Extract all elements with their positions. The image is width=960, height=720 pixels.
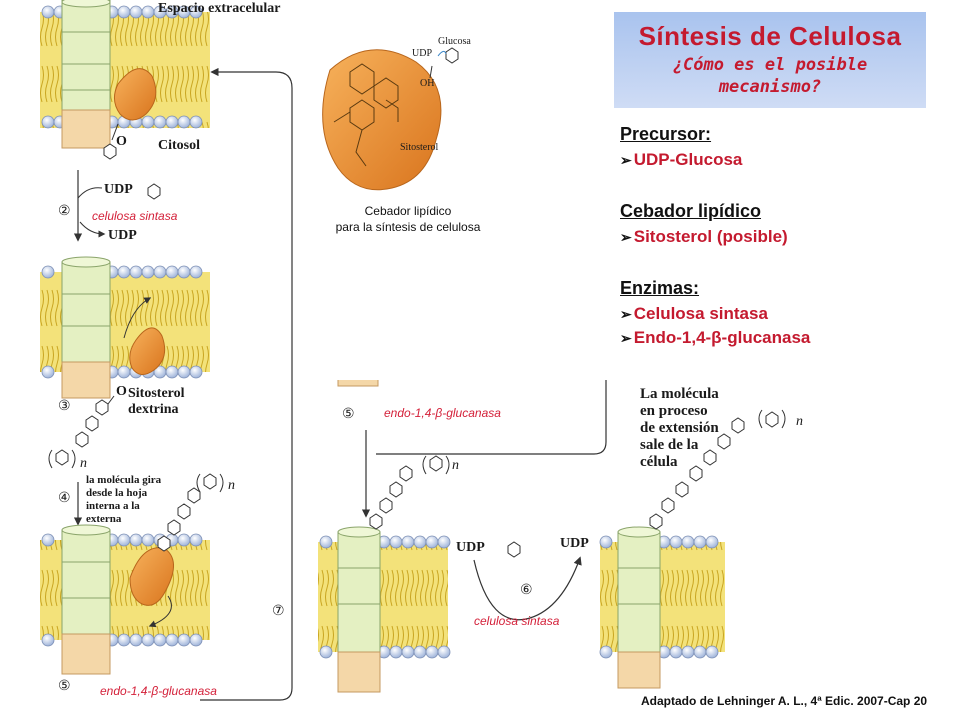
exit-line1: La molécula — [640, 386, 719, 402]
membrane-top — [40, 0, 210, 160]
exit-line5: célula — [640, 454, 678, 470]
enzyme-endo-label-middle: endo-1,4-β-glucanasa — [384, 406, 501, 420]
membrane-bottom-right — [599, 526, 725, 689]
enzyme-celulosa-label-2: celulosa sintasa — [474, 614, 560, 628]
step-3-badge: ③ — [58, 399, 71, 414]
primer-caption-line1: Cebador lipídico — [364, 204, 452, 218]
rotate-line3: interna a la — [86, 500, 140, 512]
enzyme-item-1: ➢Celulosa sintasa — [620, 304, 768, 324]
source-credit: Adaptado de Lehninger A. L., 4ª Edic. 20… — [641, 694, 928, 708]
udp-released-label: UDP — [108, 228, 137, 243]
exit-note: La molécula en proceso de extensión sale… — [640, 386, 719, 471]
precursor-heading: Precursor: — [620, 124, 712, 144]
udp-product-label: UDP — [560, 536, 589, 551]
arrowhead-bullet-icon: ➢ — [620, 229, 632, 245]
subtitle-line1: ¿Cómo es el posible — [672, 55, 868, 75]
slide-subtitle: ¿Cómo es el posible mecanismo? — [614, 54, 926, 98]
enzyme-item-1-text: Celulosa sintasa — [633, 304, 768, 323]
membrane-bottom-left — [40, 524, 210, 675]
udp-label-step2: UDP — [104, 182, 133, 197]
udp-label-step6: UDP — [456, 540, 485, 555]
enzymes-heading: Enzimas: — [620, 278, 700, 298]
n-label-2: n — [228, 478, 235, 493]
title-box: Síntesis de Celulosa ¿Cómo es el posible… — [614, 12, 926, 108]
rotate-line1: la molécula gira — [86, 474, 162, 486]
primer-heading: Cebador lipídico — [620, 201, 762, 221]
precursor-item-text: UDP-Glucosa — [633, 150, 743, 169]
sitosterol-dextrina-line1: Sitosterol — [128, 386, 185, 401]
exit-line4: sale de la — [640, 437, 699, 453]
arrowhead-bullet-icon: ➢ — [620, 306, 632, 322]
membrane-bottom-middle — [318, 380, 607, 693]
exit-line3: de extensión — [640, 420, 719, 436]
exit-line2: en proceso — [640, 403, 708, 419]
step-5-badge-middle: ⑤ — [342, 407, 355, 422]
extracellular-label: Espacio extracelular — [158, 1, 281, 16]
oxygen-label-1: O — [116, 134, 127, 149]
enzyme-endo-label-left: endo-1,4-β-glucanasa — [100, 684, 217, 698]
step-5-badge-left: ⑤ — [58, 679, 71, 694]
enzyme-item-2: ➢Endo-1,4-β-glucanasa — [620, 328, 810, 348]
arrowhead-bullet-icon: ➢ — [620, 152, 632, 168]
primer-caption: Cebador lipídico para la síntesis de cel… — [298, 203, 518, 235]
enzyme-celulosa-label-1: celulosa sintasa — [92, 209, 178, 223]
precursor-item: ➢UDP-Glucosa — [620, 150, 742, 170]
n-label-3: n — [452, 458, 459, 473]
arrowhead-bullet-icon: ➢ — [620, 330, 632, 346]
enzyme-item-2-text: Endo-1,4-β-glucanasa — [633, 328, 811, 347]
oh-label: OH — [420, 78, 435, 89]
primer-item-text: Sitosterol (posible) — [633, 227, 788, 246]
rotate-note: la molécula gira desde la hoja interna a… — [86, 474, 161, 526]
step-4-badge: ④ — [58, 491, 71, 506]
glucosa-label: Glucosa — [438, 36, 471, 47]
primer-item: ➢Sitosterol (posible) — [620, 227, 788, 247]
rotate-line4: externa — [86, 513, 122, 525]
oxygen-label-2: O — [116, 384, 127, 399]
sitosterol-dextrina-line2: dextrina — [128, 402, 179, 417]
subtitle-line2: mecanismo? — [718, 77, 822, 97]
rotate-line2: desde la hoja — [86, 487, 148, 499]
n-label-1: n — [80, 456, 87, 471]
membrane-middle — [40, 256, 210, 399]
n-label-4: n — [796, 414, 803, 429]
cytosol-label: Citosol — [158, 138, 200, 153]
sitosterol-primer — [322, 47, 459, 191]
primer-caption-line2: para la síntesis de celulosa — [335, 220, 481, 234]
slide-title: Síntesis de Celulosa — [638, 21, 902, 51]
sitosterol-dextrina-label: Sitosterol dextrina — [128, 386, 185, 418]
udp-label-primer: UDP — [412, 48, 433, 59]
step-2-badge: ② — [58, 204, 71, 219]
sitosterol-label: Sitosterol — [400, 142, 439, 153]
step-6-badge: ⑥ — [520, 583, 533, 598]
step-7-badge: ⑦ — [272, 603, 285, 620]
